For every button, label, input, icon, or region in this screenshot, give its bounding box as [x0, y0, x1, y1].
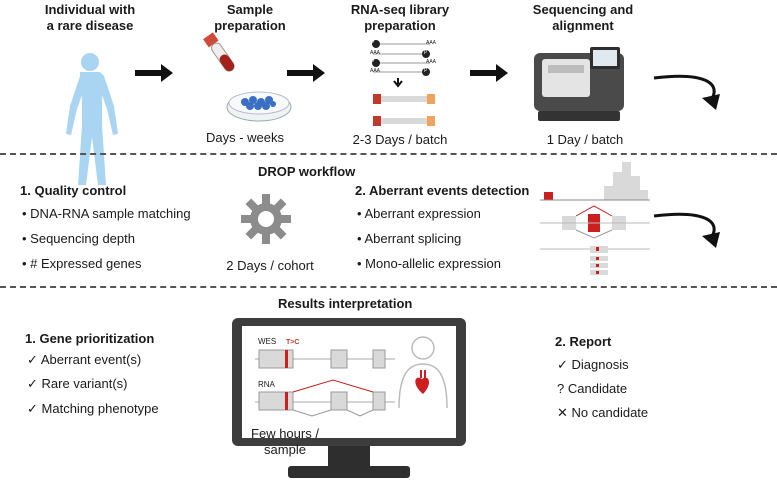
polya-label: AAA: [426, 40, 437, 46]
tube-label: P: [424, 68, 428, 74]
blood-tube-icon: [203, 32, 235, 72]
polya-label: AAA: [370, 68, 381, 74]
splicing-icon: [540, 205, 650, 239]
step-sample-title: Sample preparation: [214, 2, 286, 33]
step-sample-time: Days - weeks: [205, 130, 285, 145]
rna-fragments-icon: [372, 40, 430, 88]
tube-label: P: [371, 59, 375, 65]
report-item-no-candidate: ✕ No candidate: [557, 405, 649, 420]
tube-label: P: [424, 50, 428, 56]
aberrant-item: • Aberrant expression: [357, 206, 481, 221]
qc-item: • # Expressed genes: [22, 256, 142, 271]
allelic-reads-icon: [540, 246, 650, 275]
expression-histogram-icon: [540, 162, 650, 201]
aberrant-heading: 2. Aberrant events detection: [355, 183, 530, 198]
patient-heart-icon: [398, 336, 448, 409]
sequencer-icon: [534, 47, 624, 121]
report-heading: 2. Report: [555, 334, 612, 349]
step-library-time: 2-3 Days / batch: [352, 132, 448, 147]
human-body-icon: [66, 53, 118, 185]
arrow-icon: [135, 64, 173, 82]
rna-label: RNA: [258, 380, 275, 389]
wes-label: WES: [258, 337, 277, 346]
section-divider: [0, 153, 777, 155]
aberrant-item: • Mono-allelic expression: [357, 256, 502, 271]
gear-time: 2 Days / cohort: [226, 258, 314, 273]
section-divider: [0, 286, 777, 288]
gear-icon: [241, 194, 291, 244]
library-fragments-icon: [373, 94, 435, 126]
report-item-diagnosis: ✓ Diagnosis: [557, 357, 629, 372]
drop-workflow-title: DROP workflow: [258, 164, 356, 179]
prioritization-heading: 1. Gene prioritization: [25, 331, 155, 346]
petri-dish-icon: [226, 91, 292, 122]
prioritization-item: ✓ Rare variant(s): [27, 376, 128, 391]
polya-label: AAA: [370, 50, 381, 56]
qc-item: • Sequencing depth: [22, 231, 135, 246]
curved-arrow-icon: [653, 74, 720, 110]
aberrant-item: • Aberrant splicing: [357, 231, 462, 246]
arrow-icon: [470, 64, 508, 82]
prioritization-item: ✓ Aberrant event(s): [27, 352, 142, 367]
tube-label: P: [371, 40, 375, 46]
qc-heading: 1. Quality control: [20, 183, 127, 198]
gene-model-icon: [255, 349, 395, 417]
step-sequencing-time: 1 Day / batch: [546, 132, 624, 147]
curved-arrow-icon: [653, 212, 720, 248]
polya-label: AAA: [426, 59, 437, 65]
results-title: Results interpretation: [278, 296, 413, 311]
prioritization-item: ✓ Matching phenotype: [27, 401, 159, 416]
report-item-candidate: ? Candidate: [557, 381, 628, 396]
qc-item: • DNA-RNA sample matching: [22, 206, 191, 221]
monitor-time: Few hours /sample: [251, 426, 319, 457]
variant-label: T>C: [286, 339, 300, 346]
arrow-icon: [287, 64, 325, 82]
